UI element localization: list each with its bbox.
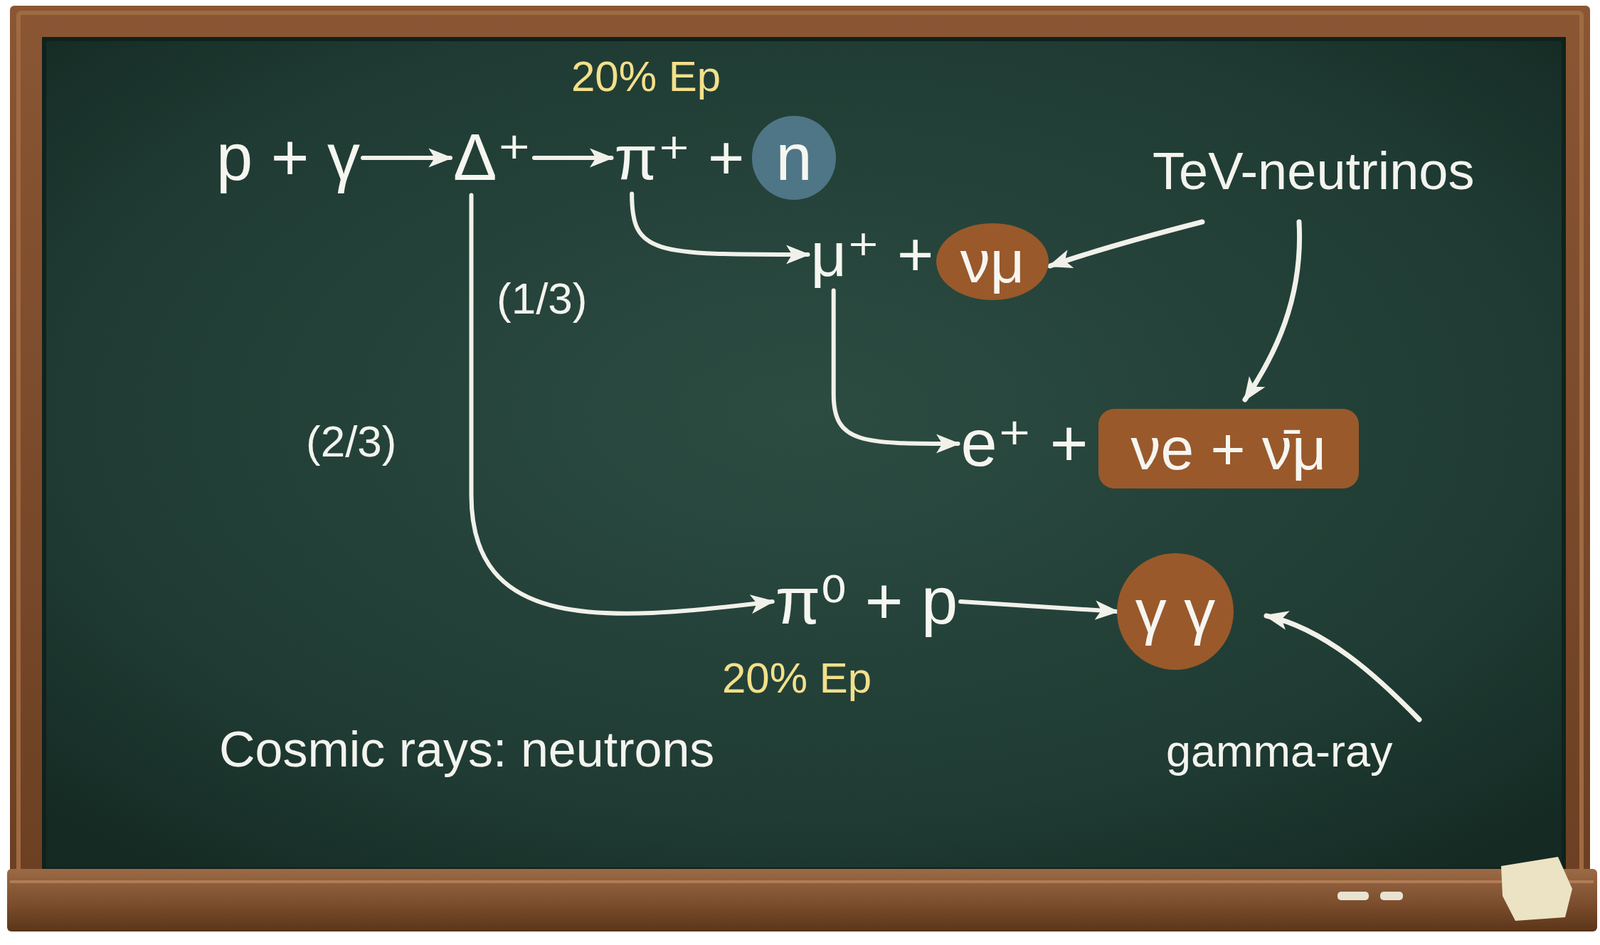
node-text: νμ [960, 229, 1025, 295]
node-text: Δ⁺ [453, 121, 532, 194]
node-text: p + γ [216, 121, 360, 194]
reaction-text: p + γ [213, 120, 363, 195]
leader-arrow [1266, 616, 1420, 720]
leader-arrow [1244, 221, 1300, 400]
neutron-circle: n [751, 115, 836, 200]
neutrino-ellipse: νμ [936, 223, 1049, 301]
particle-text: μ⁺ + [808, 219, 937, 291]
annotation-label: gamma-ray [1166, 727, 1393, 777]
decay-arrow [960, 601, 1117, 612]
gamma-circle: γ γ [1116, 553, 1234, 671]
frame-highlight [18, 12, 1582, 895]
particle-text: π⁰ + p [772, 564, 961, 639]
wood-frame [9, 5, 1591, 904]
board-surface [44, 39, 1564, 871]
particle-text: Δ⁺ [450, 120, 535, 195]
chalk-piece [1380, 892, 1403, 901]
decay-arrow [833, 290, 959, 444]
branching-ratio: (2/3) [305, 417, 397, 466]
chalk-tray [7, 869, 1598, 932]
annotation-label: Cosmic rays: neutrons [219, 722, 715, 778]
node-text: e⁺ + [960, 407, 1088, 480]
node-text: π⁰ + p [775, 565, 958, 638]
neutrino-box: νe + ν̄μ [1098, 409, 1360, 489]
board-inner-edge [44, 39, 1564, 871]
node-text: γ γ [1135, 577, 1216, 647]
decay-arrow [534, 155, 612, 161]
decay-arrow [631, 193, 808, 255]
leader-arrow [1050, 221, 1203, 267]
chalk-piece [1337, 892, 1369, 901]
particle-text: π⁺ + [611, 122, 747, 195]
energy-fraction: 20% Ep [722, 655, 872, 703]
node-text: μ⁺ + [811, 220, 935, 290]
branching-ratio: (1/3) [496, 274, 587, 323]
node-text: n [775, 121, 812, 194]
energy-fraction: 20% Ep [571, 53, 721, 101]
tray-edge [9, 880, 1594, 884]
decay-arrow [470, 195, 772, 614]
node-text: νe + ν̄μ [1131, 416, 1327, 482]
node-text: π⁺ + [613, 123, 745, 193]
annotation-label: TeV-neutrinos [1152, 142, 1475, 200]
particle-text: e⁺ + [957, 406, 1091, 481]
eraser-chalk [1501, 857, 1573, 922]
decay-arrow [362, 155, 451, 161]
